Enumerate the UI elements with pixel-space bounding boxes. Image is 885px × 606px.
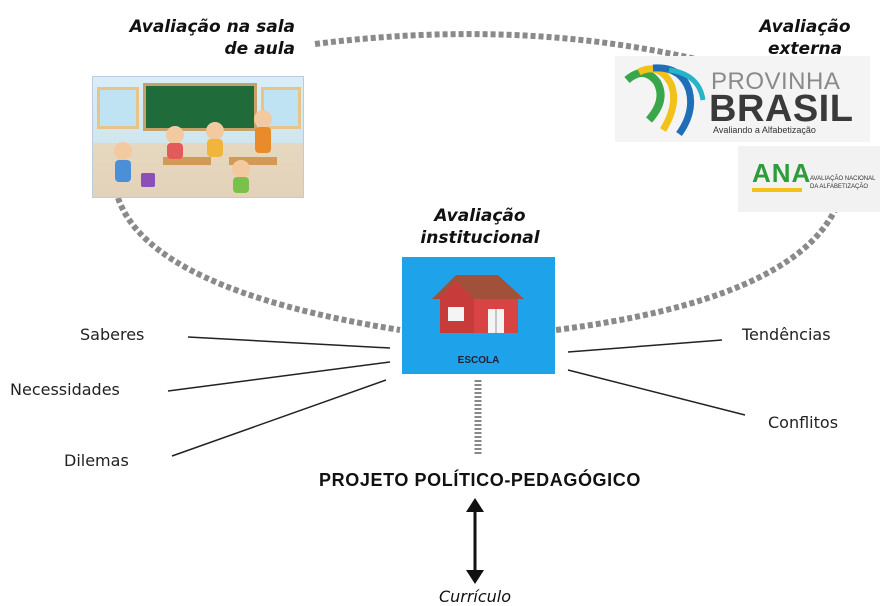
line-tendencias [567, 339, 723, 353]
child-head-2 [166, 126, 184, 144]
brasil-word: BRASIL [709, 88, 854, 130]
ana-word: ANA [752, 158, 812, 188]
ribbon-yellow [637, 65, 678, 132]
dashed-ring-top [314, 31, 701, 63]
curriculo-label: Currículo [438, 587, 512, 606]
ana-caption-1: AVALIAÇÃO NACIONAL [810, 176, 876, 182]
label-necessidades: Necessidades [10, 380, 120, 399]
ana-logo: ANA AVALIAÇÃO NACIONAL DA ALFABETIZAÇÃO [738, 146, 880, 212]
sala-de-aula-title: Avaliação na sala de aula [100, 16, 295, 60]
ana-underline [752, 188, 802, 192]
line-conflitos [567, 369, 746, 416]
ppp-title: PROJETO POLÍTICO-PEDAGÓGICO [319, 470, 641, 490]
escola-box: ESCOLA [402, 257, 555, 374]
classroom-illustration [92, 76, 304, 198]
label-conflitos: Conflitos [768, 413, 839, 432]
label-saberes: Saberes [80, 325, 145, 344]
dashed-ring-left [115, 197, 401, 333]
classroom-window-left [97, 87, 139, 129]
sala-de-aula-title-line1: Avaliação na sala [129, 17, 295, 37]
line-dilemas [171, 379, 387, 457]
child-body-4 [255, 127, 271, 153]
arrow-head-up-icon [466, 498, 484, 512]
ana-caption-2: DA ALFABETIZAÇÃO [810, 184, 869, 190]
child-head-4 [254, 110, 272, 128]
escola-caption: ESCOLA [457, 355, 500, 366]
ribbon-green [624, 69, 665, 123]
bag-icon [141, 173, 155, 187]
ribbon-blue [652, 64, 695, 137]
line-necessidades [167, 361, 391, 392]
child-head-3 [206, 122, 224, 140]
provinha-tagline: Avaliando a Alfabetização [713, 125, 816, 135]
brazil-map-ribbon-icon [624, 64, 706, 137]
child-body-3 [207, 139, 223, 157]
classroom-blackboard [143, 83, 257, 131]
child-body-1 [115, 160, 131, 182]
child-head-1 [114, 142, 132, 160]
dashed-ring-right [555, 208, 838, 333]
desk-right [229, 157, 277, 165]
institucional-title: Avaliação institucional [390, 205, 570, 249]
provinha-brasil-logo: PROVINHA BRASIL Avaliando a Alfabetizaçã… [615, 56, 870, 142]
line-saberes [187, 336, 391, 349]
institucional-title-line2: institucional [420, 228, 540, 248]
arrow-head-down-icon [466, 570, 484, 584]
school-house-icon [432, 275, 524, 333]
externa-title: Avaliação externa [735, 16, 875, 60]
child-head-5 [232, 160, 250, 178]
house-gable [438, 281, 474, 299]
children-figures [114, 110, 277, 193]
externa-title-line1: Avaliação [759, 17, 851, 37]
label-tendencias: Tendências [742, 325, 831, 344]
child-body-2 [167, 143, 183, 159]
house-window [448, 307, 464, 321]
child-body-5 [233, 177, 249, 193]
desk-left [163, 157, 211, 165]
sala-de-aula-title-line2: de aula [224, 39, 296, 59]
institucional-title-line1: Avaliação [434, 206, 526, 226]
externa-title-line2: externa [767, 39, 843, 59]
ribbon-teal [668, 67, 706, 101]
provinha-word: PROVINHA [711, 68, 841, 95]
label-dilemas: Dilemas [64, 451, 129, 470]
